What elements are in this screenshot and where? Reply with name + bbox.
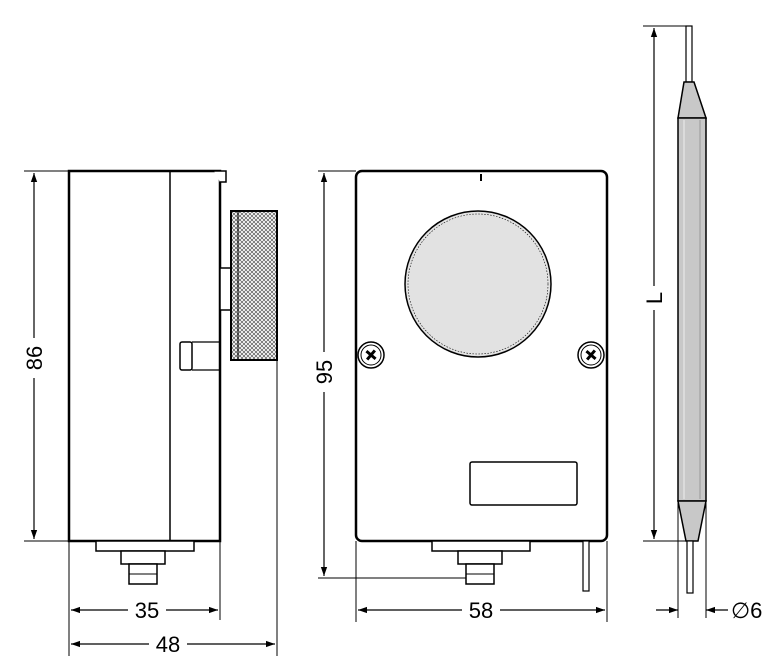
screw-right: [577, 341, 605, 369]
dim-sensor-diameter: ∅6: [656, 598, 762, 623]
front-gland: [457, 550, 503, 565]
sensor-extension-lines: [643, 25, 707, 618]
dim-35-label: 35: [135, 598, 159, 623]
front-view: [354, 169, 609, 592]
dim-diameter-label: ∅6: [731, 598, 762, 623]
sensor-probe: [677, 25, 708, 594]
label-window: [469, 461, 578, 506]
front-extension-lines: [318, 170, 608, 622]
dim-58-label: 58: [469, 598, 493, 623]
dim-side-width: 35: [71, 598, 218, 623]
dim-48-label: 48: [156, 632, 180, 657]
dim-L-label: L: [642, 292, 667, 304]
side-top-notch: [214, 170, 227, 183]
screw-left: [357, 341, 385, 369]
dial: [404, 210, 552, 358]
knob-shaft: [219, 267, 232, 311]
side-housing: [67, 169, 222, 543]
dim-95-label: 95: [312, 360, 337, 384]
front-gland-base: [431, 540, 531, 552]
side-view: [67, 169, 278, 585]
sensor-capillary-top: [685, 25, 693, 83]
dim-side-height: 86: [22, 173, 47, 539]
side-gland: [120, 550, 166, 565]
capillary-exit: [582, 540, 590, 592]
sensor-taper-top: [677, 81, 708, 119]
dim-sensor-length: L: [642, 28, 667, 539]
sensor-taper-bottom: [677, 500, 707, 542]
side-clip: [179, 341, 193, 371]
dim-front-width: 58: [358, 598, 605, 623]
dim-86-label: 86: [22, 346, 47, 370]
sensor-body: [677, 117, 707, 502]
sensor-capillary-bottom: [686, 540, 694, 594]
side-gland-base: [95, 540, 195, 552]
dim-side-total-width: 48: [71, 632, 275, 657]
knurled-knob: [230, 210, 278, 361]
side-extension-lines: [24, 170, 278, 656]
dim-front-height: 95: [312, 173, 337, 576]
